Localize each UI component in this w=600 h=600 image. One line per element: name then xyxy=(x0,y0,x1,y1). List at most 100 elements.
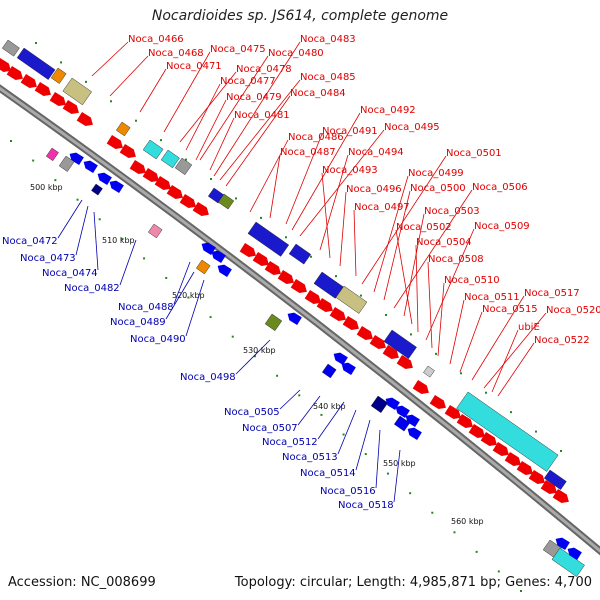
inner-tick-dot xyxy=(497,570,500,573)
cds-box-navy xyxy=(370,395,389,413)
cds-box-blue xyxy=(16,47,56,80)
reverse-gene-arrow xyxy=(97,172,112,186)
forward-gene-label: Noca_0497 xyxy=(354,202,410,213)
forward-gene-arrow xyxy=(412,380,429,394)
forward-gene-label: Noca_0475 xyxy=(210,44,266,55)
reverse-gene-arrow xyxy=(407,427,422,441)
forward-gene-arrow xyxy=(382,345,399,359)
forward-gene-label: Noca_0502 xyxy=(396,222,452,233)
reverse-gene-label: Noca_0488 xyxy=(118,302,174,313)
reverse-gene-label: Noca_0513 xyxy=(282,452,338,463)
reverse-label-leader xyxy=(75,205,89,256)
forward-gene-arrow xyxy=(129,160,146,174)
forward-label-leader xyxy=(139,68,167,113)
accession-text: Accession: NC_008699 xyxy=(8,575,156,590)
forward-gene-label: ubiE xyxy=(518,322,540,333)
outer-tick-dot xyxy=(410,333,412,336)
forward-gene-arrow xyxy=(0,58,11,72)
reverse-gene-arrow xyxy=(211,250,226,264)
inner-tick-dot xyxy=(253,355,256,358)
forward-gene-arrow xyxy=(342,316,359,330)
cds-box-gray xyxy=(174,157,193,175)
forward-gene-arrow xyxy=(528,470,545,484)
reverse-label-leader xyxy=(317,401,345,440)
forward-label-leader xyxy=(449,299,465,365)
kbp-tick-label: 550 kbp xyxy=(383,459,416,468)
reverse-gene-label: Noca_0498 xyxy=(180,372,236,383)
forward-label-leader xyxy=(249,139,289,213)
outer-tick-dot xyxy=(85,80,87,83)
cds-box-pink xyxy=(147,223,163,239)
forward-label-leader xyxy=(291,112,361,231)
forward-gene-arrow xyxy=(456,414,473,428)
outer-tick-dot xyxy=(160,139,162,142)
forward-label-leader xyxy=(427,261,433,349)
forward-label-leader xyxy=(471,295,525,381)
forward-gene-arrow xyxy=(179,194,196,208)
inner-tick-dot xyxy=(475,550,478,553)
outer-tick-dot xyxy=(435,352,437,355)
forward-gene-label: Noca_0501 xyxy=(446,148,502,159)
reverse-gene-arrow xyxy=(109,180,124,194)
forward-label-leader xyxy=(393,189,473,309)
outer-tick-dot xyxy=(485,391,487,394)
reverse-gene-label: Noca_0518 xyxy=(338,500,394,511)
reverse-gene-label: Noca_0473 xyxy=(20,253,76,264)
forward-gene-label: Noca_0506 xyxy=(472,182,528,193)
forward-gene-arrow xyxy=(239,243,256,257)
forward-gene-arrow xyxy=(20,74,37,88)
inner-tick-dot xyxy=(453,531,456,534)
forward-gene-label: Noca_0494 xyxy=(348,147,404,158)
inner-tick-dot xyxy=(231,335,234,338)
cds-box-light xyxy=(423,365,435,378)
forward-gene-label: Noca_0515 xyxy=(482,304,538,315)
reverse-gene-label: Noca_0507 xyxy=(242,423,298,434)
forward-gene-label: Noca_0480 xyxy=(268,48,324,59)
outer-tick-dot xyxy=(60,61,62,64)
forward-gene-label: Noca_0466 xyxy=(128,34,184,45)
forward-label-leader xyxy=(361,155,447,285)
cds-box-orange xyxy=(195,259,211,275)
forward-gene-arrow xyxy=(480,432,497,446)
inner-tick-dot xyxy=(54,179,57,182)
forward-label-leader xyxy=(163,51,211,133)
cds-box-blue xyxy=(321,363,337,379)
reverse-gene-arrow xyxy=(69,152,84,166)
forward-gene-arrow xyxy=(444,405,461,419)
forward-gene-arrow xyxy=(6,66,23,80)
forward-gene-arrow xyxy=(492,442,509,456)
forward-gene-label: Noca_0478 xyxy=(236,64,292,75)
inner-tick-dot xyxy=(364,453,367,456)
cds-box-olive xyxy=(217,193,235,210)
forward-label-leader xyxy=(91,41,129,77)
forward-gene-arrow xyxy=(369,335,386,349)
cds-box-orange xyxy=(50,67,67,84)
reverse-gene-arrow xyxy=(405,414,420,428)
forward-gene-label: Noca_0495 xyxy=(384,122,440,133)
reverse-gene-arrow xyxy=(555,537,570,551)
forward-gene-arrow xyxy=(552,489,569,503)
inner-tick-dot xyxy=(10,140,12,142)
reverse-gene-label: Noca_0482 xyxy=(64,283,120,294)
forward-label-leader xyxy=(437,282,445,357)
kbp-tick-label: 500 kbp xyxy=(30,183,63,192)
inner-tick-dot xyxy=(165,276,168,279)
forward-label-leader xyxy=(219,79,301,181)
reverse-label-leader xyxy=(279,389,301,410)
outer-tick-dot xyxy=(110,100,112,103)
cds-box-khaki xyxy=(335,285,368,314)
forward-gene-arrow xyxy=(192,202,209,216)
cds-box-olive xyxy=(264,313,283,331)
inner-tick-dot xyxy=(209,316,212,319)
forward-gene-label: Noca_0468 xyxy=(148,48,204,59)
forward-label-leader xyxy=(213,41,301,177)
forward-gene-label: Noca_0503 xyxy=(424,206,480,217)
inner-tick-dot xyxy=(320,413,323,416)
reverse-gene-label: Noca_0512 xyxy=(262,437,318,448)
forward-gene-arrow xyxy=(356,326,373,340)
reverse-label-leader xyxy=(375,429,381,489)
reverse-gene-label: Noca_0505 xyxy=(224,407,280,418)
reverse-label-leader xyxy=(337,409,357,455)
forward-gene-arrow xyxy=(166,185,183,199)
